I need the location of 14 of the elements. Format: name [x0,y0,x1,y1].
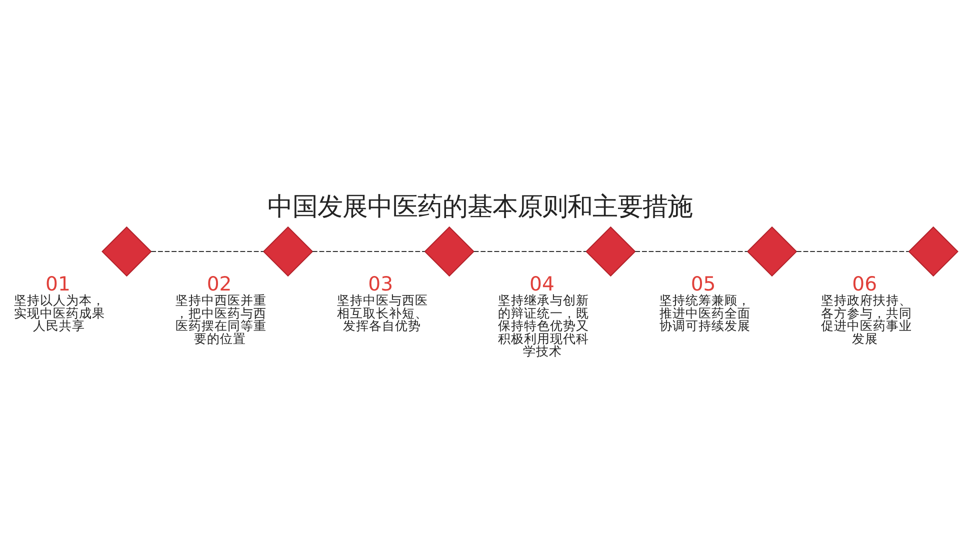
node-diamond [262,226,314,277]
node-diamond [424,226,474,277]
node-diamond [908,226,958,277]
node-label: 坚持继承与创新的辩证统一，既保持特色优势又积极利用现代科学技术 [498,292,590,359]
connector [796,251,910,252]
connector [150,251,264,252]
connector [634,251,748,252]
connector [312,251,426,252]
node-diamond [586,226,636,277]
diagram-title: 中国发展中医药的基本原则和主要措施 [267,191,692,222]
node-diamond [102,226,152,277]
node-diamond [746,226,798,277]
connector [473,251,587,252]
node-label: 坚持政府扶持、各方参与，共同促进中医药事业发展 [820,292,912,346]
